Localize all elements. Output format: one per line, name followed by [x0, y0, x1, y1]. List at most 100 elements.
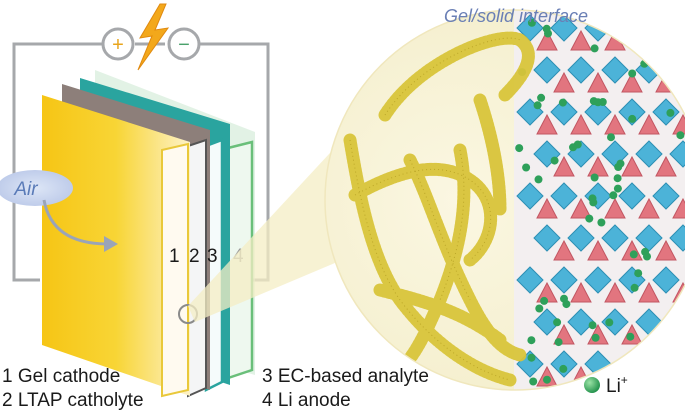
tetrahedron-shape — [570, 281, 592, 303]
li-ion-dot — [554, 338, 563, 347]
legend-item-3: 3 EC-based analyte — [262, 366, 429, 387]
tetrahedron-shape — [655, 323, 677, 345]
li-ion-dot — [628, 114, 637, 123]
li-ion-dot — [558, 98, 567, 107]
air-inlet: Air — [0, 170, 118, 252]
arrow-head-icon — [104, 236, 118, 252]
tetrahedron-shape — [570, 197, 592, 219]
li-ion-dot — [588, 321, 597, 330]
tetrahedron-shape — [638, 197, 660, 219]
octahedron-shape — [669, 224, 685, 252]
layer-number-3: 3 — [207, 246, 218, 267]
tetrahedron-shape — [570, 113, 592, 135]
interface-title: Gel/solid interface — [444, 6, 588, 26]
tetrahedron-shape — [621, 155, 643, 177]
octahedron-shape — [652, 14, 680, 42]
octahedron-shape — [652, 98, 680, 126]
octahedron-shape — [550, 266, 578, 294]
tetrahedron-shape — [672, 29, 685, 51]
octahedron-shape — [635, 224, 663, 252]
li-ion-icon — [584, 377, 600, 393]
li-ion-dot — [590, 44, 599, 53]
tetrahedron-shape — [570, 29, 592, 51]
li-ion-key: Li+ — [584, 373, 628, 397]
tetrahedron-shape — [655, 239, 677, 261]
positive-terminal: + — [101, 27, 135, 61]
tetrahedron-shape — [587, 239, 609, 261]
octahedron-shape — [533, 224, 561, 252]
legend-item-4: 4 Li anode — [262, 390, 351, 411]
tetrahedron-shape — [604, 113, 626, 135]
li-ion-dot — [634, 269, 643, 278]
li-ion-dot — [534, 175, 543, 184]
li-ion-dot — [626, 332, 635, 341]
li-ion-dot — [588, 194, 597, 203]
tetrahedron-shape — [604, 197, 626, 219]
tetrahedron-shape — [536, 29, 558, 51]
tetrahedron-shape — [655, 155, 677, 177]
octahedron-shape — [618, 182, 646, 210]
li-ion-dot — [522, 163, 531, 172]
li-ion-dot — [515, 144, 524, 153]
tetrahedron-shape — [553, 71, 575, 93]
octahedron-shape — [550, 14, 578, 42]
octahedron-shape — [618, 98, 646, 126]
negative-terminal: − — [167, 27, 201, 61]
li-ion-dot — [585, 214, 594, 223]
li-ion-dot — [616, 159, 625, 168]
air-flow-arrow — [42, 199, 109, 246]
octahedron-shape — [550, 98, 578, 126]
li-ion-dot — [605, 318, 614, 327]
li-ion-dot — [591, 333, 600, 342]
li-ion-dot — [676, 131, 685, 140]
octahedron-shape — [516, 182, 544, 210]
li-ion-dot — [560, 294, 568, 303]
air-label: Air — [13, 179, 38, 200]
tetrahedron-shape — [638, 29, 660, 51]
li-ion-dot — [608, 19, 617, 28]
lightning-bolt-icon — [137, 3, 170, 71]
octahedron-shape — [652, 266, 680, 294]
octahedron-shape — [618, 14, 646, 42]
li-ion-dot — [527, 353, 536, 362]
tetrahedron-shape — [536, 113, 558, 135]
li-ion-charge: + — [621, 373, 628, 387]
octahedron-shape — [669, 56, 685, 84]
octahedron-shape — [584, 266, 612, 294]
li-ion-dot — [613, 174, 622, 183]
layer-number-1: 1 — [169, 246, 180, 267]
octahedron-shape — [550, 182, 578, 210]
octahedron-shape — [635, 140, 663, 168]
li-ion-dot — [527, 18, 536, 27]
octahedron-shape — [601, 308, 629, 336]
octahedron-shape — [601, 56, 629, 84]
positive-terminal-sign: + — [112, 34, 124, 56]
li-ion-dot — [543, 375, 551, 384]
tetrahedron-shape — [553, 239, 575, 261]
negative-terminal-sign: − — [178, 34, 190, 56]
li-ion-dot — [529, 377, 538, 386]
li-ion-dot — [659, 369, 668, 378]
li-ion-dot — [537, 93, 546, 102]
tetrahedron-shape — [553, 155, 575, 177]
li-ion-dot — [559, 364, 568, 373]
octahedron-shape — [516, 266, 544, 294]
li-ion-symbol: Li — [606, 376, 621, 397]
li-ion-dot — [533, 101, 542, 110]
li-ion-dot — [540, 296, 549, 305]
tetrahedron-shape — [604, 281, 626, 303]
li-ion-dot — [629, 250, 638, 259]
tetrahedron-shape — [621, 71, 643, 93]
tetrahedron-shape — [672, 365, 685, 387]
octahedron-shape — [533, 56, 561, 84]
li-ion-dot — [569, 143, 577, 152]
li-ion-dot — [666, 108, 675, 117]
li-ion-dot — [597, 218, 606, 227]
li-ion-dot — [630, 283, 639, 292]
octahedron-shape — [550, 350, 578, 378]
octahedron-shape — [652, 350, 680, 378]
li-ion-dot — [594, 98, 602, 107]
tetrahedron-shape — [536, 197, 558, 219]
tetrahedron-shape — [587, 71, 609, 93]
li-ion-dot — [673, 369, 682, 378]
